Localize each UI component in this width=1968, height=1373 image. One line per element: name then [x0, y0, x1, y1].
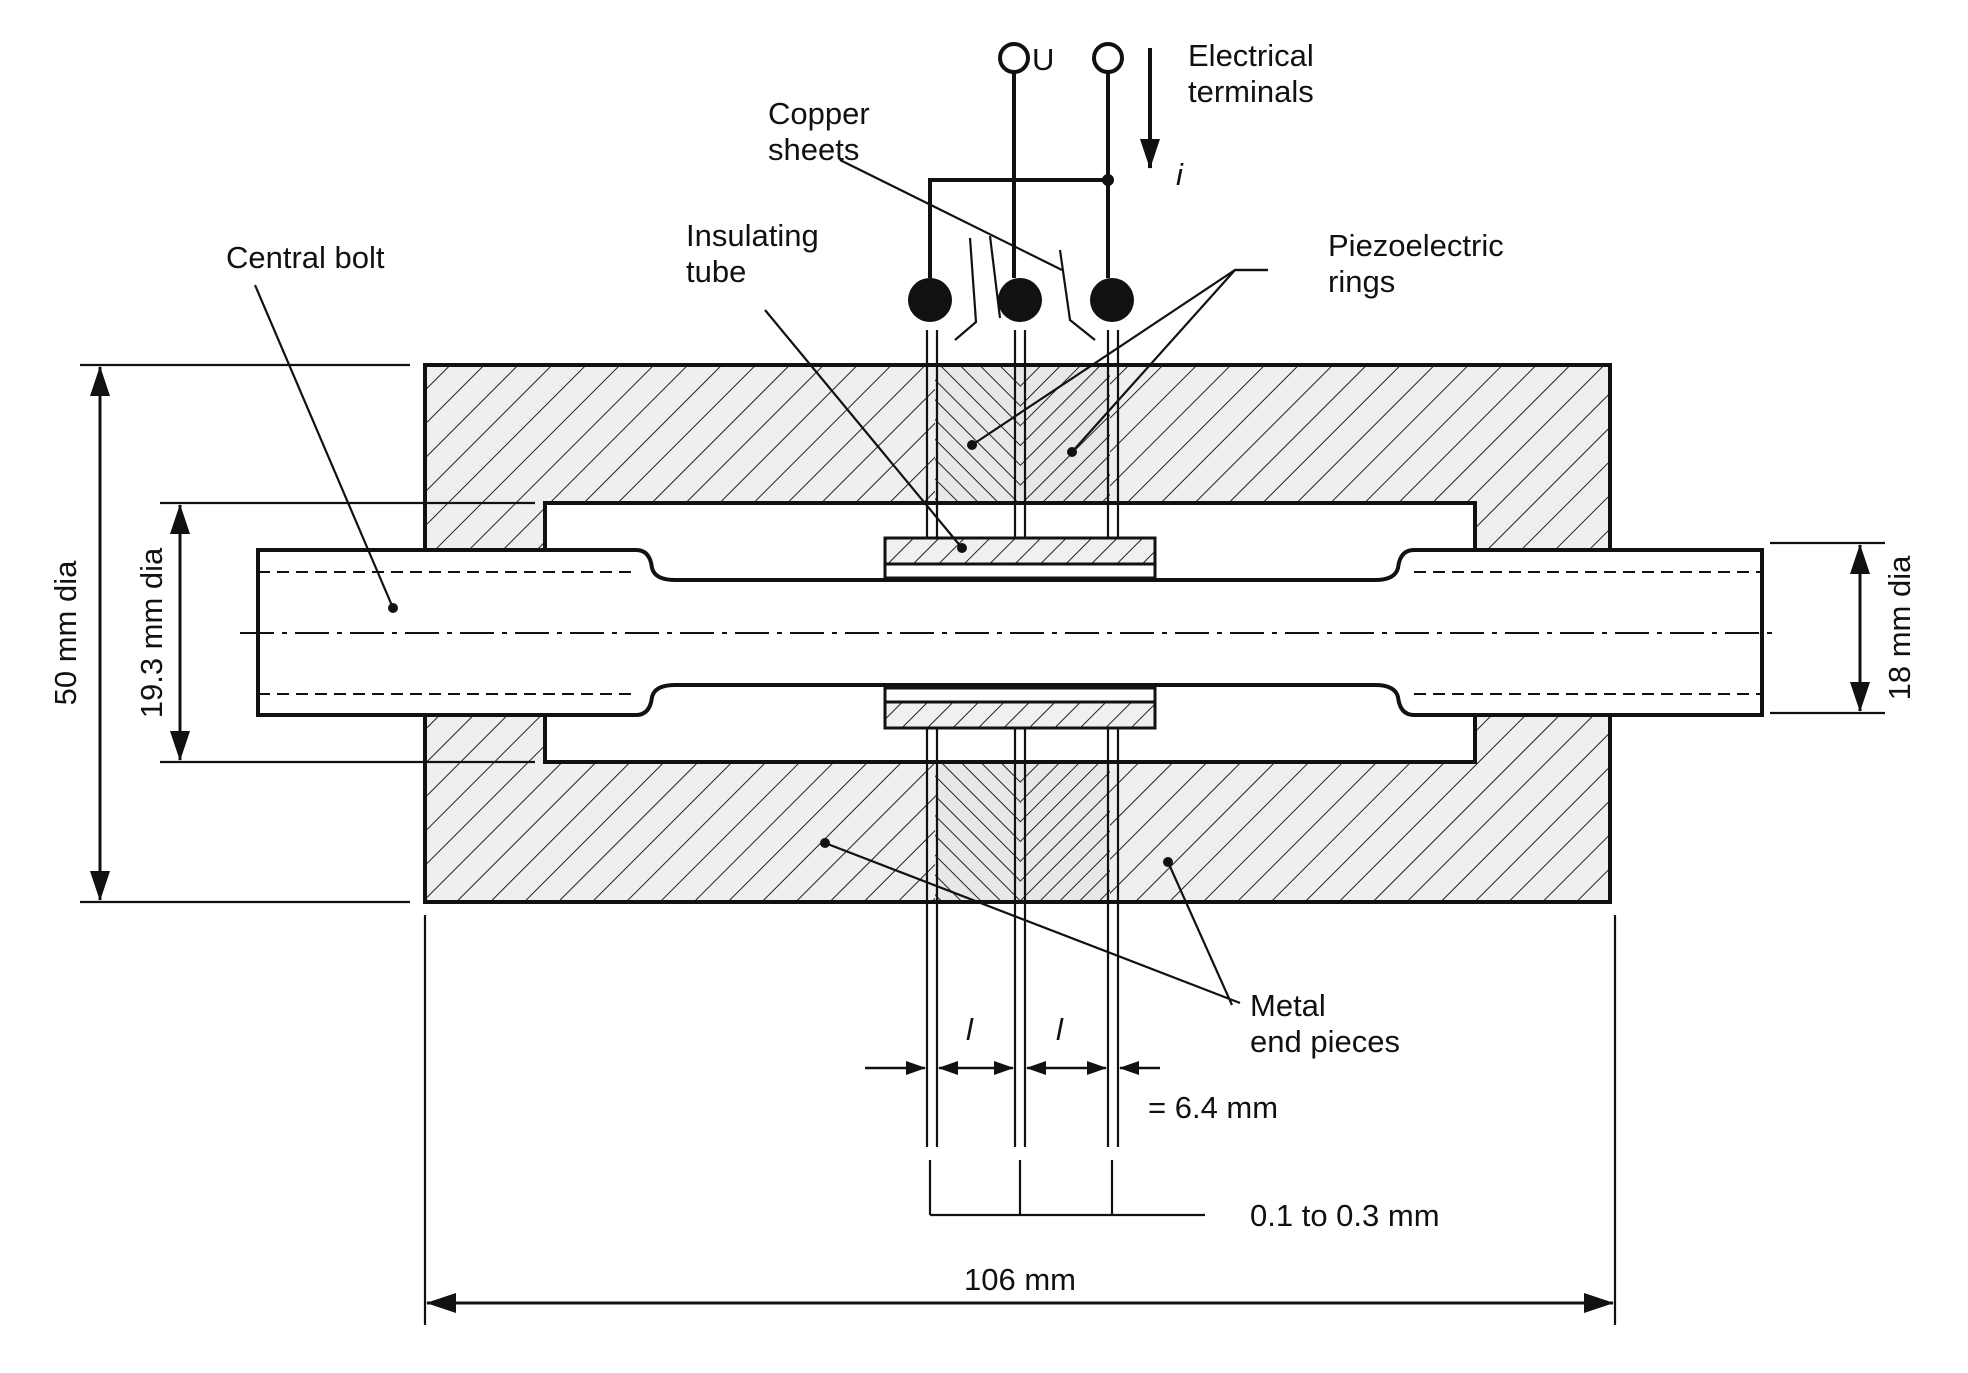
dim-ring-length-symbol-1: l	[966, 1012, 974, 1047]
insulating-tube-label-line2: tube	[686, 254, 746, 289]
dim-bolt-dia-label: 18 mm dia	[1882, 555, 1917, 700]
metal-end-pieces-label-line2: end pieces	[1250, 1024, 1400, 1059]
terminal-open-right	[1092, 42, 1124, 74]
copper-sheets-label-line2: sheets	[768, 132, 859, 167]
insulating-tube	[883, 536, 1157, 730]
terminal-node-right	[1090, 278, 1134, 322]
piezoelectric-rings-label-line2: rings	[1328, 264, 1395, 299]
dim-ring-length-symbol-2: l	[1056, 1012, 1064, 1047]
electrical-terminals-label-line1: Electrical	[1188, 38, 1314, 73]
copper-sheets-label-line1: Copper	[768, 96, 870, 131]
insulating-tube-label-line1: Insulating	[686, 218, 819, 253]
dim-inner-dia-label: 19.3 mm dia	[134, 547, 169, 718]
terminal-open-left	[998, 42, 1030, 74]
copper-sheets	[925, 330, 1120, 1147]
voltage-label: U	[1032, 42, 1054, 77]
metal-end-pieces-label-line1: Metal	[1250, 988, 1326, 1023]
dim-length-label: 106 mm	[964, 1262, 1076, 1297]
leader-lines	[253, 159, 1268, 1006]
dim-ring-length-value: = 6.4 mm	[1148, 1090, 1278, 1125]
central-bolt-label: Central bolt	[226, 240, 385, 275]
diagram-labels: U i Electrical terminals Copper sheets I…	[48, 38, 1917, 1297]
dimension-lines	[80, 363, 1885, 1325]
electrical-terminals-label-line2: terminals	[1188, 74, 1314, 109]
dim-sheet-thickness-label: 0.1 to 0.3 mm	[1250, 1198, 1440, 1233]
metal-body	[423, 363, 1612, 904]
current-label: i	[1176, 157, 1184, 192]
terminal-node-center	[998, 278, 1042, 322]
piezoelectric-rings-label-line1: Piezoelectric	[1328, 228, 1504, 263]
central-bolt	[240, 548, 1775, 717]
terminal-wiring	[908, 42, 1160, 341]
dim-overall-dia-label: 50 mm dia	[48, 560, 83, 705]
terminal-node-left	[908, 278, 952, 322]
